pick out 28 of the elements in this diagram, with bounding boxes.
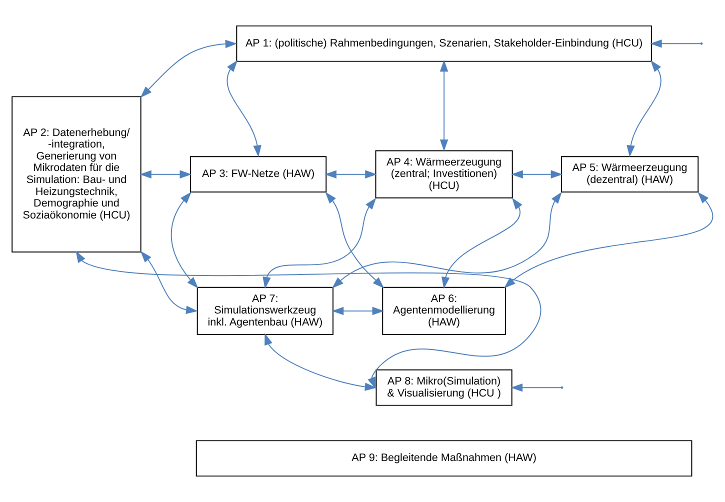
arrow [140, 40, 238, 98]
arrow [442, 198, 522, 289]
arrow [140, 250, 198, 314]
arrow [650, 39, 702, 48]
arrow [170, 192, 198, 288]
arrow [76, 250, 542, 389]
node-box: AP 1: (politische) Rahmenbedingungen, Szenarien, Stakeholder-Einbindung (HCU) [236, 25, 652, 62]
arrow [440, 60, 448, 152]
arrow [226, 60, 262, 158]
node-box: AP 5: Wärmeerzeugung (dezentral) (HAW) [561, 156, 699, 193]
arrow [325, 192, 384, 288]
node-box: AP 2: Datenerhebung/ -integration, Generierung von Mikrodaten für die Simulation: Bau- und Heizungstechnik, Demographie und Soziaökonomie (HCU) [12, 96, 142, 252]
arrow [332, 306, 384, 316]
node-box: AP 3: FW-Netze (HAW) [190, 156, 327, 193]
arrow [510, 383, 562, 392]
node-box: AP 8: Mikro(Simulation) & Visualisierung (HCU ) [376, 369, 512, 406]
arrow [140, 170, 192, 178]
arrow [626, 60, 662, 158]
arrow [264, 333, 377, 391]
arrow [511, 170, 563, 178]
node-box: AP 4: Wärmeerzeugung (zentral; Investitionen) (HCU) [375, 150, 513, 198]
arrow [332, 192, 562, 288]
node-box: AP 7: Simulationswerkzeug inkl. Agentenbau (HAW) [196, 286, 334, 336]
arrow [504, 192, 713, 288]
arrow [324, 170, 377, 178]
arrow [262, 198, 376, 289]
node-box: AP 6: Agentenmodellierung (HAW) [382, 286, 506, 336]
node-box: AP 9: Begleitende Maßnahmen (HAW) [196, 440, 692, 477]
